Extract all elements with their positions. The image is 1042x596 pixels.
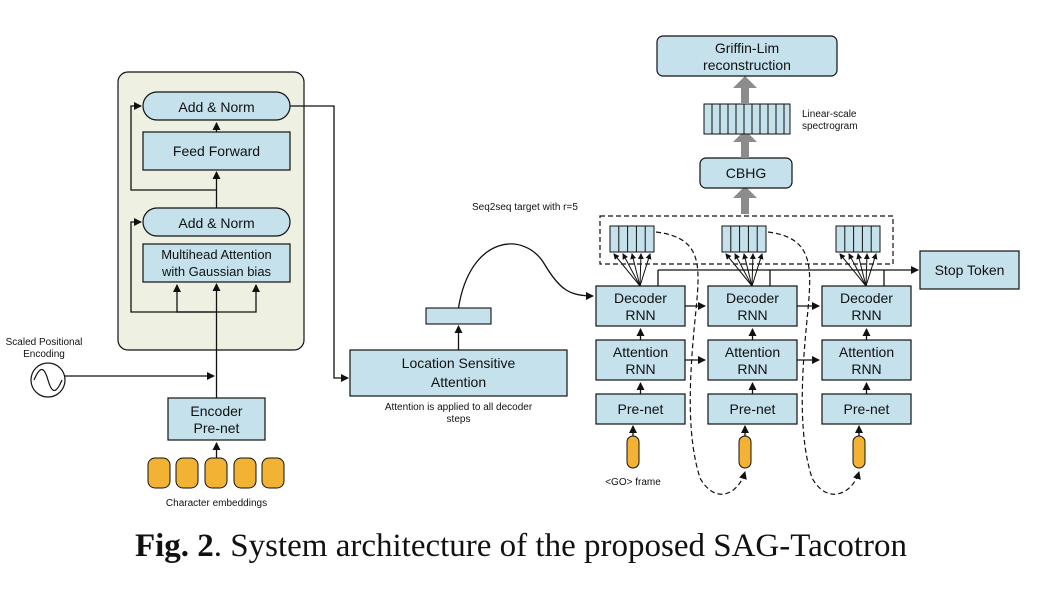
- decoder-input-frames: [626, 435, 866, 469]
- multihead-attention-box: Multihead Attention with Gaussian bias: [142, 243, 291, 283]
- linear-spectrogram: [703, 103, 791, 135]
- svg-text:RNN: RNN: [851, 307, 881, 323]
- decoder-rnn-3: Decoder RNN: [821, 285, 912, 327]
- input-frame: [852, 435, 866, 469]
- decoder-horizontal-arrows: [685, 302, 820, 364]
- svg-text:Attention: Attention: [431, 374, 486, 390]
- up-arrow-to-cbhg: [733, 186, 757, 214]
- feedback-loops: [655, 231, 861, 495]
- spectrogram-label: Linear-scale: [802, 109, 857, 120]
- svg-text:reconstruction: reconstruction: [703, 57, 791, 73]
- character-embeddings: [147, 457, 285, 489]
- decoder-rnn-1: Decoder RNN: [595, 285, 686, 327]
- character-embedding: [204, 457, 228, 489]
- go-frame: [626, 435, 640, 469]
- svg-text:Pre-net: Pre-net: [730, 401, 776, 417]
- feed-forward-box: Feed Forward: [142, 131, 291, 171]
- svg-text:Pre-net: Pre-net: [844, 401, 890, 417]
- svg-text:RNN: RNN: [737, 307, 767, 323]
- svg-text:Attention: Attention: [839, 344, 894, 360]
- output-frame: [609, 225, 655, 253]
- cbhg-box: CBHG: [699, 157, 793, 189]
- output-frame-dividers: [618, 226, 872, 252]
- svg-text:RNN: RNN: [625, 307, 655, 323]
- attention-rnn-3: Attention RNN: [821, 339, 912, 381]
- svg-text:Feed Forward: Feed Forward: [173, 143, 260, 159]
- svg-text:Attention: Attention: [725, 344, 780, 360]
- output-frame: [835, 225, 881, 253]
- location-sensitive-attention-box: Location Sensitive Attention: [349, 349, 568, 397]
- attention-note: Attention is applied to all decoder: [385, 402, 533, 413]
- svg-text:with Gaussian bias: with Gaussian bias: [161, 264, 272, 279]
- up-arrow-to-griffin-lim: [733, 76, 757, 104]
- character-embedding: [233, 457, 257, 489]
- svg-text:Pre-net: Pre-net: [618, 401, 664, 417]
- svg-text:Attention: Attention: [613, 344, 668, 360]
- seq2seq-target-group: [599, 215, 894, 265]
- attention-note-2: steps: [447, 414, 471, 425]
- svg-text:CBHG: CBHG: [726, 165, 766, 181]
- spectrogram-label-2: spectrogram: [802, 121, 858, 132]
- add-norm-top: Add & Norm: [142, 91, 291, 121]
- decoder-prenet-2: Pre-net: [707, 393, 798, 425]
- svg-text:Encoder: Encoder: [190, 403, 242, 419]
- input-frame: [738, 435, 752, 469]
- add-norm-bottom: Add & Norm: [142, 207, 291, 237]
- decoder-rnn-2: Decoder RNN: [707, 285, 798, 327]
- griffin-lim-box: Griffin-Lim reconstruction: [656, 35, 838, 77]
- svg-text:Griffin-Lim: Griffin-Lim: [715, 40, 779, 56]
- stop-token-connectors: [657, 266, 919, 286]
- svg-text:RNN: RNN: [737, 361, 767, 377]
- go-frame-label: <GO> frame: [605, 477, 661, 488]
- up-arrow-to-spectrogram: [733, 130, 757, 158]
- positional-encoding-icon: [30, 362, 66, 398]
- decoder-prenet-3: Pre-net: [821, 393, 912, 425]
- svg-text:Add & Norm: Add & Norm: [178, 215, 254, 231]
- figure-label: Fig. 2: [134, 528, 214, 564]
- decoder-prenet-1: Pre-net: [595, 393, 686, 425]
- svg-text:RNN: RNN: [851, 361, 881, 377]
- output-frame: [721, 225, 767, 253]
- svg-text:Stop Token: Stop Token: [935, 262, 1005, 278]
- svg-text:Decoder: Decoder: [726, 290, 779, 306]
- encoder-output-arrow: [290, 105, 349, 382]
- character-embedding: [261, 457, 285, 489]
- svg-text:Add & Norm: Add & Norm: [178, 99, 254, 115]
- context-vector: [425, 307, 492, 325]
- stop-token-box: Stop Token: [919, 250, 1020, 290]
- positional-encoding-label-2: Encoding: [23, 349, 65, 360]
- encoder-connectors: [130, 102, 260, 398]
- output-frames: [609, 225, 881, 253]
- svg-text:Decoder: Decoder: [614, 290, 667, 306]
- attention-rnn-1: Attention RNN: [595, 339, 686, 381]
- context-to-decoder-arrow: [457, 243, 594, 309]
- caption-text: . System architecture of the proposed SA…: [213, 528, 908, 564]
- attention-rnn-2: Attention RNN: [707, 339, 798, 381]
- svg-text:RNN: RNN: [625, 361, 655, 377]
- character-embedding: [147, 457, 171, 489]
- svg-text:Pre-net: Pre-net: [194, 420, 240, 436]
- character-embedding: [175, 457, 199, 489]
- positional-encoding-label: Scaled Positional: [6, 337, 83, 348]
- seq2seq-label: Seq2seq target with r=5: [472, 202, 578, 213]
- svg-text:Decoder: Decoder: [840, 290, 893, 306]
- figure-caption: Fig. 2. System architecture of the propo…: [0, 528, 1042, 565]
- encoder-prenet-box: Encoder Pre-net: [167, 397, 266, 441]
- decoder-vertical-arrows: [629, 328, 871, 436]
- character-embeddings-label: Character embeddings: [166, 498, 267, 509]
- svg-text:Multihead Attention: Multihead Attention: [161, 247, 272, 262]
- svg-text:Location Sensitive: Location Sensitive: [402, 355, 516, 371]
